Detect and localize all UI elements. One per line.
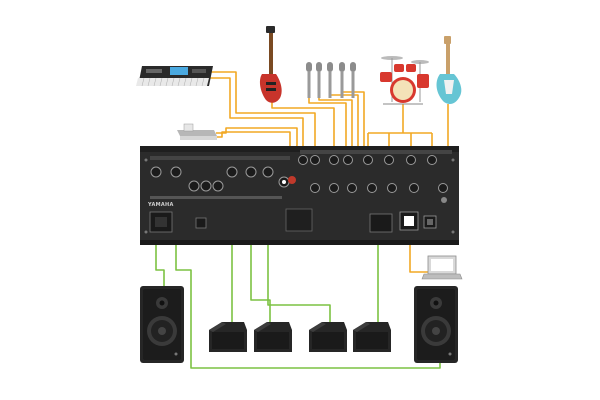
xlr-outputs <box>150 166 296 192</box>
drum-kit-icon <box>380 56 429 105</box>
cable-bass <box>271 100 335 158</box>
microphone-icon <box>306 62 312 98</box>
cable-mic-2 <box>318 98 353 175</box>
cable-mic-1 <box>308 98 347 172</box>
cable-keyboard <box>208 71 316 158</box>
main-speaker-left-icon <box>140 286 184 363</box>
cable-monitor-3 <box>267 192 331 323</box>
monitor-wedge-icon <box>254 322 292 352</box>
monitor-wedge-icon <box>209 322 247 352</box>
microphone-icon <box>350 62 356 98</box>
electric-guitar-icon <box>436 36 462 104</box>
microphone-icon <box>316 62 322 98</box>
bass-guitar-icon <box>259 26 282 103</box>
monitor-wedge-icon <box>353 322 391 352</box>
monitor-wedge-icon <box>309 322 347 352</box>
laptop-computer-icon <box>421 255 463 280</box>
main-speaker-right-icon <box>414 286 458 363</box>
mixer-brand: YAMAHA <box>147 202 174 208</box>
cable-keyboard-2 <box>208 77 304 158</box>
cable-main-right <box>175 192 441 369</box>
microphone-icon <box>327 62 333 98</box>
synthesizer-keyboard-icon <box>136 66 213 87</box>
xlr-inputs <box>298 155 448 193</box>
microphone-icon <box>339 62 345 98</box>
media-player-icon <box>177 123 217 140</box>
cable-monitor-2 <box>250 192 271 323</box>
mixer-rear-panel: YAMAHA <box>140 146 459 245</box>
microphones <box>306 62 356 98</box>
